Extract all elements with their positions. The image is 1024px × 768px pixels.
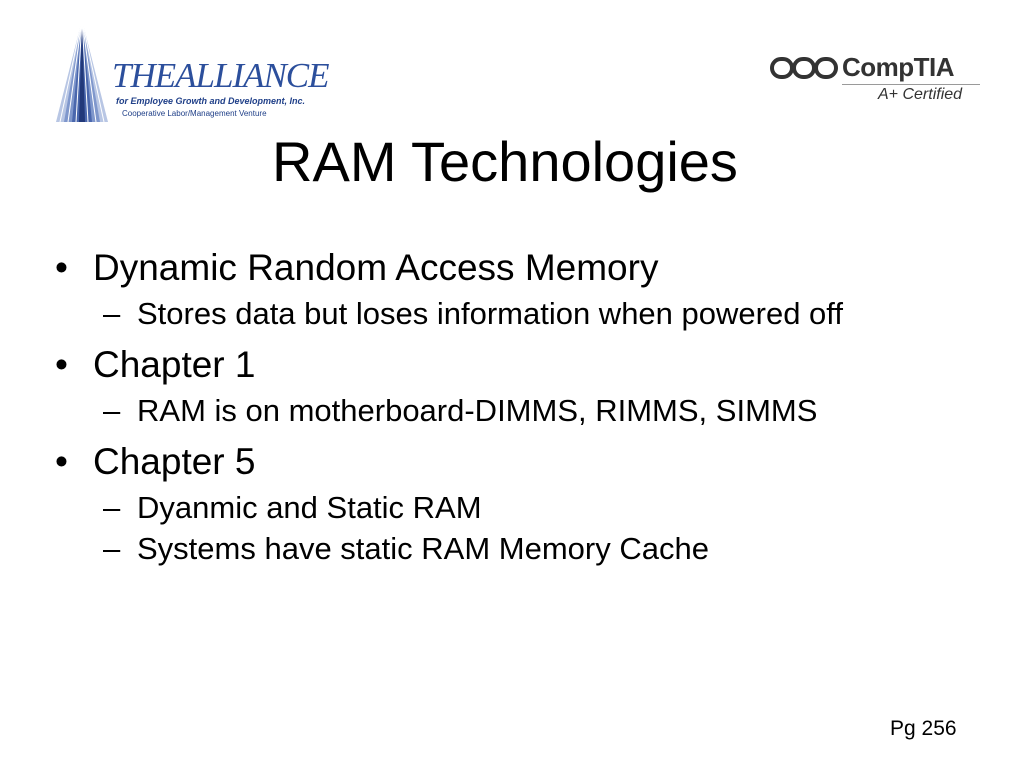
bullet-item: • Chapter 5 xyxy=(55,438,935,486)
comptia-divider xyxy=(842,84,980,85)
comptia-rings-icon xyxy=(770,57,838,79)
bullet-text: Dynamic Random Access Memory xyxy=(93,247,659,288)
sub-bullet-marker: – xyxy=(103,490,121,525)
bullet-marker: • xyxy=(55,247,68,288)
sub-bullet-marker: – xyxy=(103,296,121,331)
page-reference: Pg 256 xyxy=(890,717,957,740)
bullet-text: Chapter 5 xyxy=(93,441,256,482)
comptia-certification: A+ Certified xyxy=(878,86,963,103)
alliance-subtitle: Cooperative Labor/Management Venture xyxy=(122,109,267,118)
sub-bullet-marker: – xyxy=(103,393,121,428)
comptia-name: CompTIA xyxy=(842,52,955,82)
bullet-list: • Dynamic Random Access Memory – Stores … xyxy=(55,244,935,568)
comptia-logo: CompTIA A+ Certified xyxy=(770,48,990,114)
tower-icon xyxy=(56,19,108,123)
sub-bullet-item: – RAM is on motherboard-DIMMS, RIMMS, SI… xyxy=(103,391,935,430)
bullet-marker: • xyxy=(55,344,68,385)
sub-bullet-text: Dyanmic and Static RAM xyxy=(137,490,482,525)
bullet-text: Chapter 1 xyxy=(93,344,256,385)
sub-bullet-text: RAM is on motherboard-DIMMS, RIMMS, SIMM… xyxy=(137,393,818,428)
bullet-marker: • xyxy=(55,441,68,482)
alliance-wordmark: THEALLIANCE xyxy=(112,56,330,95)
bullet-item: • Dynamic Random Access Memory xyxy=(55,244,935,292)
alliance-logo: THEALLIANCE for Employee Growth and Deve… xyxy=(50,18,330,128)
sub-bullet-text: Stores data but loses information when p… xyxy=(137,296,843,331)
slide-title: RAM Technologies xyxy=(272,130,738,193)
sub-bullet-item: – Systems have static RAM Memory Cache xyxy=(103,529,935,568)
sub-bullet-text: Systems have static RAM Memory Cache xyxy=(137,531,709,566)
sub-bullet-item: – Stores data but loses information when… xyxy=(103,294,935,333)
bullet-item: • Chapter 1 xyxy=(55,341,935,389)
alliance-tagline: for Employee Growth and Development, Inc… xyxy=(116,96,306,106)
sub-bullet-marker: – xyxy=(103,531,121,566)
sub-bullet-item: – Dyanmic and Static RAM xyxy=(103,488,935,527)
